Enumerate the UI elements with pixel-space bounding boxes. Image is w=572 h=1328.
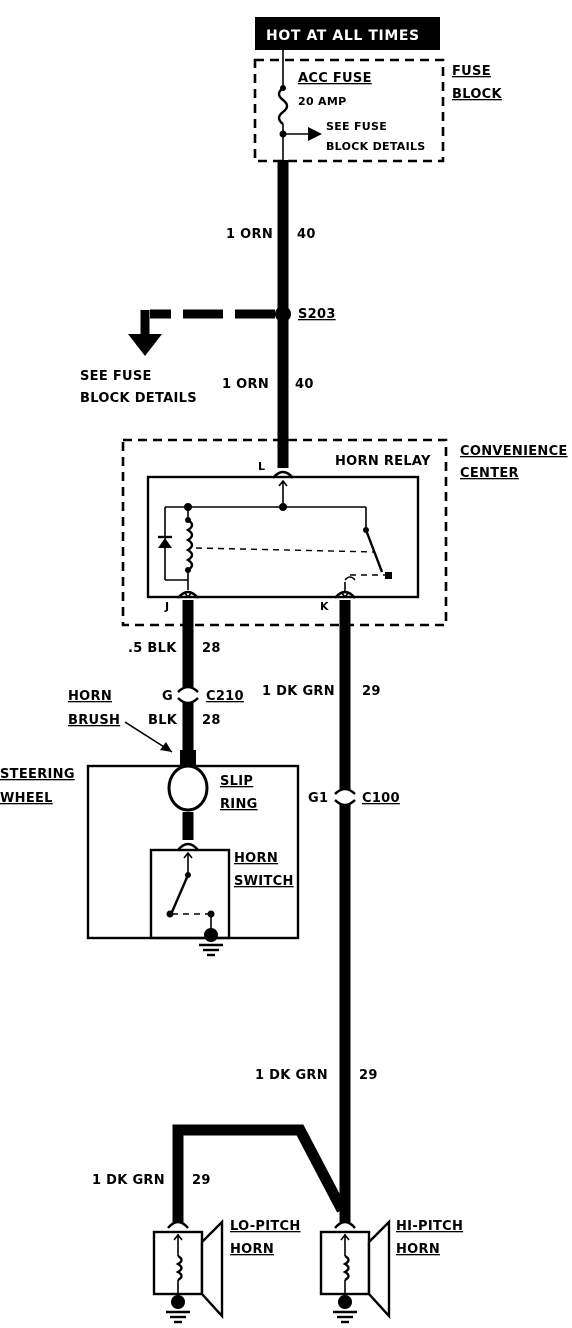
terminal-k-label: K (320, 600, 329, 613)
hot-at-all-times-label: HOT AT ALL TIMES (266, 28, 420, 44)
block-details-label-1: BLOCK DETAILS (326, 140, 426, 153)
horn-switch-symbol (166, 842, 223, 957)
wire-blk-label: BLK (148, 713, 178, 728)
wire-orn-top-label: 1 ORN (226, 227, 273, 242)
horn-brush-label-1: HORN (68, 689, 112, 704)
horn-switch-label-1: HORN (234, 851, 278, 866)
connector-g1-label: G1 (308, 791, 328, 806)
fuse-block-outline (253, 58, 445, 163)
fuse-label: FUSE (452, 64, 491, 79)
splice-s203 (275, 306, 291, 322)
circuit-29-label-a: 29 (362, 684, 381, 699)
splice-branch-arrow (128, 309, 275, 356)
convenience-label: CONVENIENCE (460, 444, 568, 459)
horn-relay-label: HORN RELAY (335, 454, 431, 469)
circuit-28-label-a: 28 (202, 641, 221, 656)
acc-fuse-symbol (277, 50, 322, 162)
horn-switch-label-2: SWITCH (234, 874, 294, 889)
hi-horn-label: HORN (396, 1242, 440, 1257)
wire-dkgrn-label-a: 1 DK GRN (262, 684, 335, 699)
see-fuse-label-2: SEE FUSE (80, 369, 152, 384)
connector-c100-label: C100 (362, 791, 400, 806)
steering-label: STEERING (0, 767, 75, 782)
connector-c210 (177, 685, 199, 705)
hi-pitch-label: HI-PITCH (396, 1219, 463, 1234)
slip-label: SLIP (220, 774, 253, 789)
wire-dkgrn-label-c: 1 DK GRN (92, 1173, 165, 1188)
hi-pitch-horn-symbol (319, 1219, 391, 1324)
horn-brush-label-2: BRUSH (68, 713, 120, 728)
fuse-amp-label: 20 AMP (298, 95, 346, 108)
wheel-label: WHEEL (0, 791, 53, 806)
wire-orn-mid-label: 1 ORN (222, 377, 269, 392)
acc-fuse-label: ACC FUSE (298, 71, 372, 86)
circuit-40-mid-label: 40 (295, 377, 314, 392)
connector-c100 (334, 787, 356, 807)
splice-s203-label: S203 (298, 307, 336, 322)
horn-relay-box (146, 475, 420, 599)
terminal-l-label: L (258, 460, 265, 473)
horn-brush-leader (124, 721, 173, 753)
lo-horn-label: HORN (230, 1242, 274, 1257)
lo-pitch-label: LO-PITCH (230, 1219, 301, 1234)
wire-dkgrn-29-branch (172, 1124, 347, 1222)
horn-switch-box (149, 848, 231, 940)
block-details-label-2: BLOCK DETAILS (80, 391, 197, 406)
circuit-29-label-b: 29 (359, 1068, 378, 1083)
circuit-29-label-c: 29 (192, 1173, 211, 1188)
connector-c210-label: C210 (206, 689, 244, 704)
hot-at-all-times-banner (255, 17, 440, 50)
wire-blk-05-label: .5 BLK (128, 641, 177, 656)
see-fuse-label-1: SEE FUSE (326, 120, 387, 133)
circuit-28-label-b: 28 (202, 713, 221, 728)
slip-ring-symbol (167, 750, 209, 840)
relay-internals (158, 470, 392, 599)
wire-dkgrn-label-b: 1 DK GRN (255, 1068, 328, 1083)
ring-label: RING (220, 797, 258, 812)
center-label: CENTER (460, 466, 519, 481)
terminal-j-label: J (164, 600, 169, 613)
block-label: BLOCK (452, 87, 503, 102)
convenience-center-outline (121, 438, 448, 627)
circuit-40-top-label: 40 (297, 227, 316, 242)
lo-pitch-horn-symbol (152, 1219, 224, 1324)
connector-g-label: G (162, 689, 173, 704)
